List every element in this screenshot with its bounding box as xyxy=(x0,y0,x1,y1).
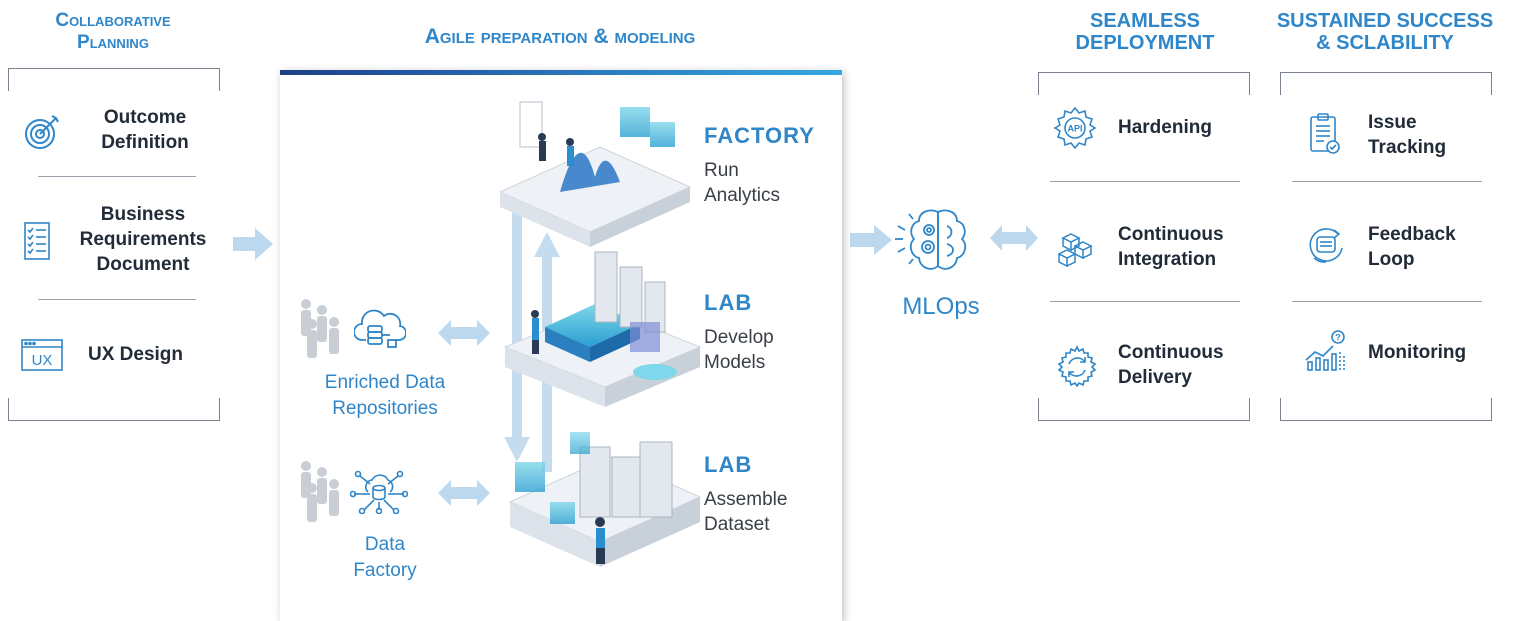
col4-bracket-top xyxy=(1280,72,1492,95)
issue-tracking-label: Issue Tracking xyxy=(1368,112,1447,158)
lab-develop-title: LAB xyxy=(704,290,753,315)
col4-bracket-bottom xyxy=(1280,398,1492,421)
checklist-icon xyxy=(24,222,50,265)
lab-assemble-subtitle: Assemble Dataset xyxy=(704,489,788,535)
factory-title: FACTORY xyxy=(704,123,815,148)
ux-window-icon: UX xyxy=(21,339,63,376)
data-network-icon xyxy=(349,466,409,519)
col4-title: SUSTAINED SUCCESS & SCLABILITY xyxy=(1276,10,1494,54)
col2-title: Agile preparation & modeling xyxy=(424,25,696,48)
feedback-loop-label: Feedback Loop xyxy=(1368,224,1456,270)
factory-subtitle: Run Analytics xyxy=(704,160,781,206)
mlops-label: MLOps xyxy=(902,293,980,320)
right-arrow-icon xyxy=(233,228,273,265)
double-arrow-icon xyxy=(438,320,490,351)
cloud-database-icon xyxy=(353,304,407,355)
col3-separator-1 xyxy=(1050,181,1240,182)
col1-title: Collaborative Planning xyxy=(28,10,198,54)
feedback-icon xyxy=(1306,224,1346,273)
clipboard-icon xyxy=(1308,112,1342,161)
cubes-icon xyxy=(1057,232,1097,275)
svg-text:API: API xyxy=(1067,124,1082,134)
api-gear-icon: API xyxy=(1053,106,1097,155)
cycle-icon xyxy=(1055,344,1099,393)
col3-title: SEAMLESS DEPLOYMENT xyxy=(1075,10,1215,54)
panel-top-bar xyxy=(280,70,842,75)
hardening-label: Hardening xyxy=(1118,117,1212,138)
col1-separator-1 xyxy=(38,176,196,177)
col3-bracket-top xyxy=(1038,72,1250,95)
right-arrow-icon xyxy=(850,225,892,260)
lab-assemble-title: LAB xyxy=(704,452,753,477)
target-icon xyxy=(22,112,62,157)
double-arrow-icon xyxy=(438,480,490,511)
col1-separator-2 xyxy=(38,299,196,300)
col3-bracket-bottom xyxy=(1038,398,1250,421)
col1-bracket-top xyxy=(8,68,220,91)
svg-text:UX: UX xyxy=(32,352,53,369)
col1-title-line1: Collaborative xyxy=(55,10,171,31)
enriched-data-repositories-label: Enriched Data Repositories xyxy=(324,372,446,419)
monitoring-label: Monitoring xyxy=(1368,342,1467,363)
col4-separator-2 xyxy=(1292,301,1482,302)
lab-develop-subtitle: Develop Models xyxy=(704,327,774,373)
col1-bracket-bottom xyxy=(8,398,220,421)
bar-chart-question-icon: ? xyxy=(1303,330,1349,377)
col4-separator-1 xyxy=(1292,181,1482,182)
brain-gear-icon xyxy=(893,206,983,281)
double-arrow-icon xyxy=(990,225,1038,256)
continuous-integration-label: Continuous Integration xyxy=(1118,224,1224,270)
business-requirements-label: Business Requirements Document xyxy=(79,204,207,275)
people-group-icon xyxy=(296,458,344,531)
svg-text:?: ? xyxy=(1335,333,1341,343)
continuous-delivery-label: Continuous Delivery xyxy=(1118,342,1224,388)
col1-title-line2: Planning xyxy=(77,32,149,53)
data-factory-label: Data Factory xyxy=(353,534,417,581)
people-group-icon xyxy=(296,296,344,365)
outcome-definition-label: Outcome Definition xyxy=(101,107,189,153)
ux-design-label: UX Design xyxy=(88,344,184,365)
isometric-platforms-illustration xyxy=(490,82,705,617)
col3-separator-2 xyxy=(1050,301,1240,302)
